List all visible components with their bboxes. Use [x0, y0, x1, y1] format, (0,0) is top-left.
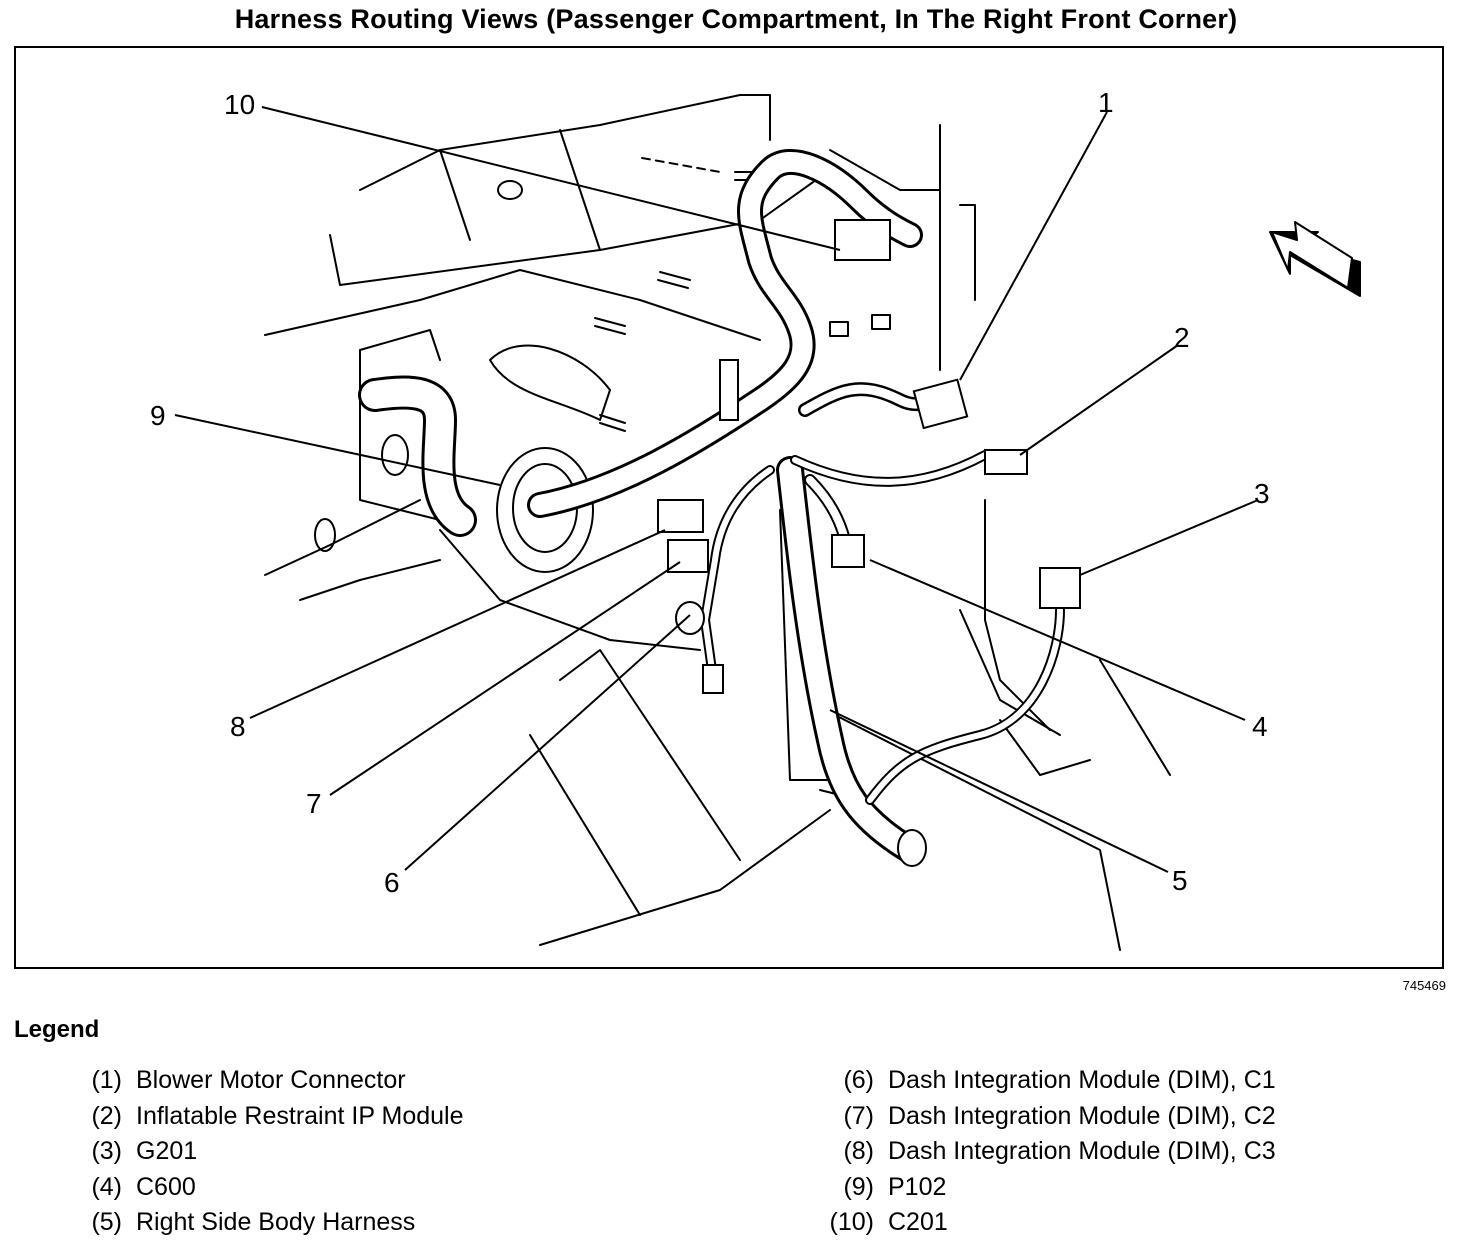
legend-heading: Legend [14, 1016, 100, 1043]
view-arrow-icon [1269, 221, 1361, 297]
legend-label: P102 [888, 1172, 947, 1201]
connector-c201 [834, 219, 891, 261]
ground-g201 [1039, 567, 1081, 609]
callout-4: 4 [1252, 711, 1268, 742]
callout-6: 6 [384, 867, 400, 898]
legend-label: C201 [888, 1208, 948, 1236]
legend-label: Inflatable Restraint IP Module [136, 1101, 464, 1130]
legend-item: (3) G201 [56, 1137, 464, 1173]
legend-item: (9) P102 [808, 1173, 1276, 1209]
legend-item: (8) Dash Integration Module (DIM), C3 [808, 1137, 1276, 1173]
legend-number: (1) [91, 1066, 122, 1094]
connectors [657, 219, 1081, 694]
connector-dim-c1 [675, 601, 705, 635]
connector-c600 [831, 534, 865, 568]
legend-label: Blower Motor Connector [136, 1066, 406, 1094]
legend-item: (6) Dash Integration Module (DIM), C1 [808, 1066, 1276, 1102]
legend-number: (5) [91, 1208, 122, 1236]
connector-dim-c3 [657, 499, 704, 533]
callout-2: 2 [1174, 322, 1190, 353]
legend-number: (8) [843, 1137, 874, 1165]
legend-number: (4) [91, 1172, 122, 1201]
connector-pigtail [702, 664, 724, 694]
legend-item: (2) Inflatable Restraint IP Module [56, 1101, 464, 1138]
callout-labels: 1 2 3 4 5 6 7 8 9 10 [150, 87, 1270, 898]
legend-number: (9) [843, 1172, 874, 1201]
connector-blower-motor [912, 378, 969, 430]
dash-panel-outline [264, 94, 1171, 951]
legend-number: (3) [91, 1137, 122, 1165]
diagram-frame [14, 46, 1444, 969]
legend-item: (5) Right Side Body Harness [56, 1208, 464, 1244]
legend-label: Dash Integration Module (DIM), C1 [888, 1066, 1276, 1094]
wire-harness [358, 148, 1065, 867]
figure-id: 745469 [1402, 978, 1446, 993]
callout-10: 10 [224, 89, 255, 120]
callout-7: 7 [306, 788, 322, 819]
grommet-outline [314, 180, 611, 573]
callout-8: 8 [230, 711, 246, 742]
callout-5: 5 [1172, 865, 1188, 896]
legend-number: (7) [843, 1101, 874, 1130]
legend-item: (7) Dash Integration Module (DIM), C2 [808, 1101, 1276, 1138]
legend-column-left: (1) Blower Motor Connector (2) Inflatable … [56, 1066, 464, 1244]
legend-item: (4) C600 [56, 1173, 464, 1209]
callout-3: 3 [1254, 478, 1270, 509]
page-title: Harness Routing Views (Passenger Compart… [234, 4, 1238, 34]
legend-label: G201 [136, 1137, 198, 1165]
leader-lines [174, 106, 1259, 873]
legend-number: (6) [843, 1066, 874, 1094]
harness-routing-drawing: 1 2 3 4 5 6 7 8 9 10 [150, 87, 1361, 951]
bolts [594, 157, 891, 432]
legend-column-right: (6) Dash Integration Module (DIM), C1 (7)… [808, 1066, 1276, 1244]
legend-label: Dash Integration Module (DIM), C3 [888, 1137, 1276, 1165]
legend-item: (10) C201 [808, 1208, 1276, 1244]
legend-label: Dash Integration Module (DIM), C2 [888, 1101, 1276, 1130]
legend-number: (2) [91, 1101, 122, 1130]
callout-9: 9 [150, 400, 166, 431]
legend-label: Right Side Body Harness [136, 1208, 416, 1236]
legend-number: (10) [829, 1208, 874, 1236]
legend-label: C600 [136, 1172, 196, 1201]
legend-item: (1) Blower Motor Connector [56, 1066, 464, 1102]
bracket [719, 359, 739, 421]
callout-1: 1 [1098, 87, 1114, 118]
